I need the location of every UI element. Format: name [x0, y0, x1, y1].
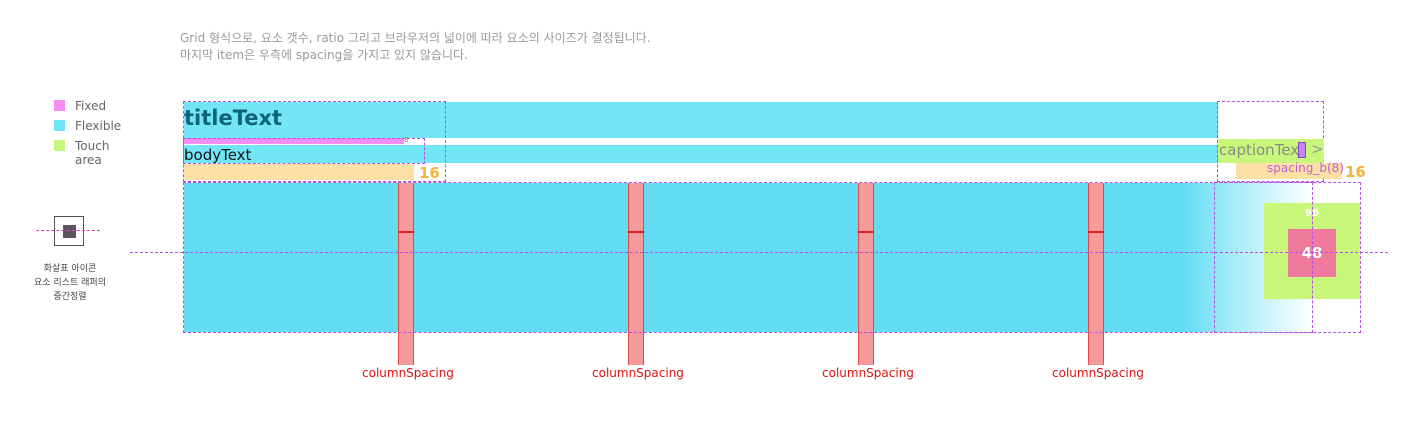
body-text: bodyText: [184, 146, 252, 164]
spacing-b-label: spacing_b(8): [1267, 161, 1344, 175]
legend-label-flexible: Flexible: [75, 119, 122, 133]
column-spacing-label-2: columnSpacing: [592, 366, 684, 380]
title-body-spacing: [184, 138, 404, 144]
title-text: titleText: [184, 106, 283, 130]
caption-text: captionText: [1219, 141, 1306, 159]
caption-bottom-spacing: [1236, 163, 1342, 179]
chevron-right-icon: >: [1311, 140, 1324, 158]
column-spacing-2-center-mark: [628, 231, 644, 233]
legend-swatch-flexible: [54, 120, 65, 131]
title-body-spacing-value: 8: [404, 136, 409, 144]
arrow-icon-frame: [54, 216, 84, 246]
vertical-center-guide-line: [130, 252, 1388, 253]
column-spacing-3: [858, 183, 874, 365]
arrow-wrapper-guide: [1214, 182, 1361, 333]
column-spacing-3-center-mark: [858, 231, 874, 233]
column-spacing-label-3: columnSpacing: [822, 366, 914, 380]
title-flex-bar: [184, 102, 1218, 138]
arrow-note-line-2: 요소 리스트 래퍼의: [34, 278, 106, 288]
caption-spacing-marker: [1298, 142, 1306, 158]
arrow-note-line-3: 중간정렬: [53, 292, 87, 302]
column-spacing-label-4: columnSpacing: [1052, 366, 1144, 380]
description-line-2: 마지막 item은 우측에 spacing을 가지고 있지 않습니다.: [180, 48, 468, 62]
caption-touch-area[interactable]: captionText >: [1218, 139, 1324, 163]
grid-wrapper-guide: [183, 182, 1313, 333]
header-bottom-spacing: [184, 164, 414, 180]
legend-label-touch-area: Touch area: [75, 139, 110, 167]
header-bottom-spacing-value: 16: [419, 164, 440, 182]
description-line-1: Grid 형식으로, 요소 갯수, ratio 그리고 브라우저의 넓이에 따라…: [180, 31, 651, 45]
touch-area-size-label: 96: [1305, 208, 1319, 219]
body-flex-bar: [184, 145, 1218, 163]
column-spacing-1-center-mark: [398, 231, 414, 233]
column-spacing-4-center-mark: [1088, 231, 1104, 233]
arrow-note-line-1: 화살표 아이콘: [43, 264, 97, 274]
column-spacing-1: [398, 183, 414, 365]
column-spacing-4: [1088, 183, 1104, 365]
grid-items-band: [184, 183, 1184, 332]
caption-bottom-spacing-value: 16: [1345, 163, 1366, 181]
arrow-note: 화살표 아이콘 요소 리스트 래퍼의 중간정렬: [20, 262, 120, 304]
legend-swatch-touch-area: [54, 140, 65, 151]
column-spacing-label-1: columnSpacing: [362, 366, 454, 380]
body-text-guide: [183, 138, 425, 164]
legend-label-fixed: Fixed: [75, 99, 107, 113]
icon-center-guide-line-overlay: [36, 230, 100, 231]
arrow-icon: [63, 225, 76, 238]
column-spacing-2: [628, 183, 644, 365]
legend-swatch-fixed: [54, 100, 65, 111]
